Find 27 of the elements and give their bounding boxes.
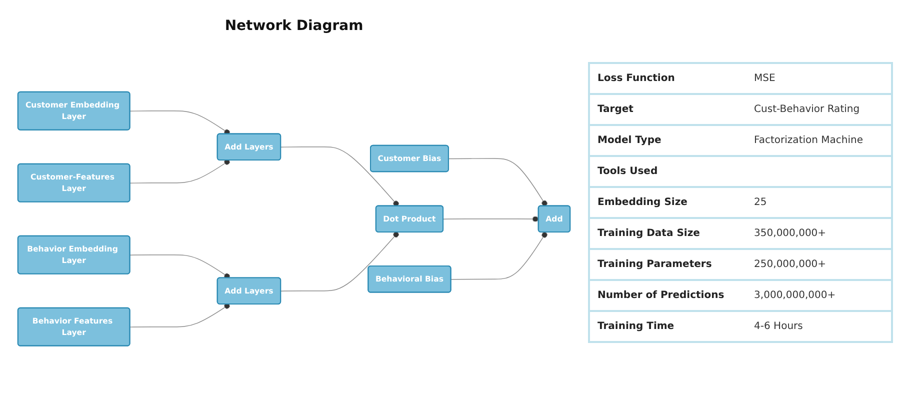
table-row-heading: Training Data Size <box>588 218 746 249</box>
connector <box>450 232 548 280</box>
table-row-heading: Training Time <box>588 311 746 342</box>
table-row-heading: Loss Function <box>588 63 746 94</box>
table-cell-value: 25 <box>746 187 892 218</box>
table-row-heading: Number of Predictions <box>588 280 746 311</box>
table-row-heading: Training Parameters <box>588 249 746 280</box>
table-cell-value: Factorization Machine <box>746 125 892 156</box>
table-cell-value: 3,000,000,000+ <box>746 280 892 311</box>
table-cell-value: 350,000,000+ <box>746 218 892 249</box>
table-row-heading: Target <box>588 94 746 125</box>
table-row-heading: Model Type <box>588 125 746 156</box>
table-row-heading: Tools Used <box>588 156 746 187</box>
connector <box>130 158 230 184</box>
connector <box>448 158 548 206</box>
connector <box>130 254 230 279</box>
table-cell-value: 250,000,000+ <box>746 249 892 280</box>
connector <box>130 302 230 328</box>
connector <box>442 216 539 222</box>
connector <box>280 231 399 292</box>
diagram-title: Network Diagram <box>224 18 364 34</box>
table-cell-value: MSE <box>746 63 892 94</box>
table-row-heading: Embedding Size <box>588 187 746 218</box>
connector <box>130 110 230 135</box>
connector <box>280 146 399 206</box>
table-cell-value: 4-6 Hours <box>746 311 892 342</box>
table-cell-value: Cust-Behavior Rating <box>746 94 892 125</box>
